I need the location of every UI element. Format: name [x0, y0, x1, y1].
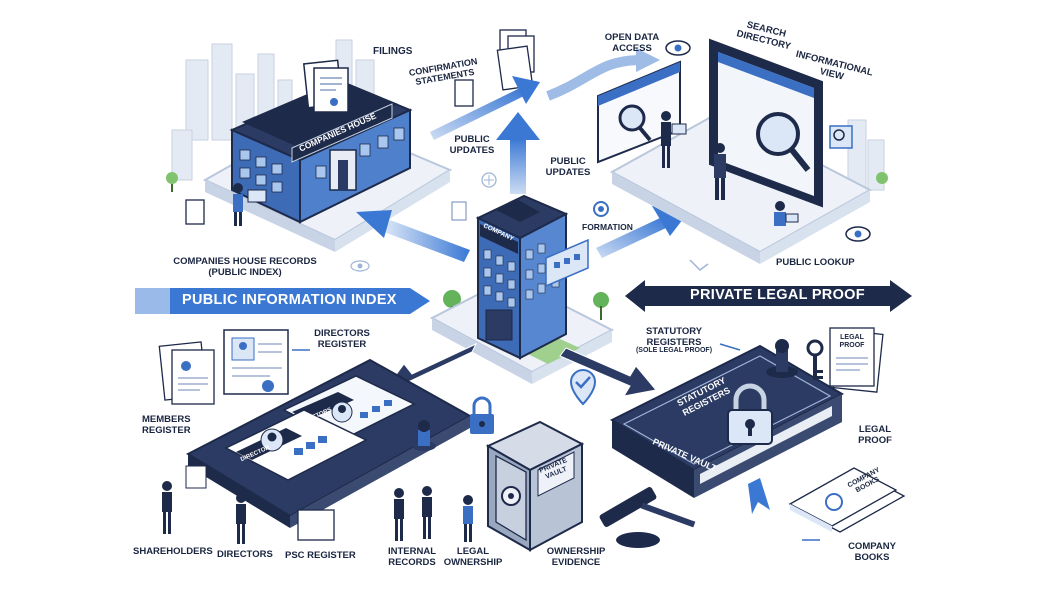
label-shareholders: SHAREHOLDERS: [133, 546, 213, 557]
label-directors-register: DIRECTORS REGISTER: [314, 328, 370, 350]
public-information-index-banner: PUBLIC INFORMATION INDEX: [182, 292, 397, 308]
label-companies-house-records: COMPANIES HOUSE RECORDS(PUBLIC INDEX): [173, 256, 317, 278]
director-card-front: [224, 409, 368, 481]
padlock-icon: [470, 396, 494, 434]
seal-stamp-icon: [766, 339, 798, 378]
private-banner-shape: [625, 280, 912, 312]
label-public-updates-left: PUBLIC UPDATES: [449, 134, 495, 156]
floating-documents: [185, 29, 535, 225]
label-internal-records: INTERNAL RECORDS: [387, 546, 437, 568]
doc-label-legal-proof: LEGAL PROOF: [839, 334, 865, 349]
arrow-to-vault-book: [559, 347, 657, 397]
connector-lines: [292, 259, 820, 541]
filings-document-stack: [302, 59, 349, 113]
label-members-register: MEMBERS REGISTER: [142, 414, 191, 436]
label-directors: DIRECTORS: [217, 549, 273, 560]
label-statutory-registers: STATUTORY REGISTERS: [645, 326, 703, 348]
eye-icons: [350, 40, 871, 272]
center-small-icons: [451, 172, 609, 221]
search-monitor-right: [709, 38, 853, 208]
public-access-platform: [609, 110, 873, 264]
private-vault-safe: [485, 420, 585, 552]
label-company-books: COMPANY BOOKS: [848, 541, 896, 563]
clerk-person-icon: [233, 183, 267, 226]
members-register-docs: [158, 341, 215, 405]
label-filings: FILINGS: [373, 46, 413, 57]
book-lock-icon: [727, 383, 773, 445]
verified-location-icon: [569, 369, 597, 406]
company-books-documents: [788, 467, 906, 533]
label-sole-legal-proof: (SOLE LEGAL PROOF): [635, 347, 713, 354]
upward-arrow: [496, 112, 540, 194]
label-public-updates-center: PUBLIC UPDATES: [545, 156, 591, 178]
label-public-lookup: PUBLIC LOOKUP: [776, 257, 855, 268]
center-people: [394, 486, 473, 542]
legal-proof-documents: [829, 327, 884, 393]
arrow-to-open-data: [430, 76, 540, 140]
company-tower: [475, 194, 589, 360]
desk-stamp: [412, 420, 436, 451]
psc-document: [185, 465, 335, 541]
bottom-left-people: [162, 481, 246, 544]
gavel-icon: [599, 487, 696, 548]
companies-house-building: [229, 80, 413, 224]
curved-flow-arrow: [546, 48, 660, 101]
public-users: [661, 111, 799, 226]
label-open-data-access: OPEN DATA ACCESS: [604, 32, 660, 54]
label-psc-register: PSC REGISTER: [285, 550, 356, 561]
public-banner-shape: [135, 288, 430, 314]
label-legal-proof: LEGAL PROOF: [858, 424, 892, 446]
label-formation: FORMATION: [582, 222, 633, 232]
label-legal-ownership: LEGAL OWNERSHIP: [443, 546, 503, 568]
arrow-to-companies-house: [356, 210, 470, 262]
label-ownership-evidence: OWNERSHIP EVIDENCE: [546, 546, 606, 568]
key-icon: [806, 339, 824, 380]
private-legal-proof-banner: PRIVATE LEGAL PROOF: [690, 287, 865, 303]
directors-register-docs: [223, 329, 289, 395]
